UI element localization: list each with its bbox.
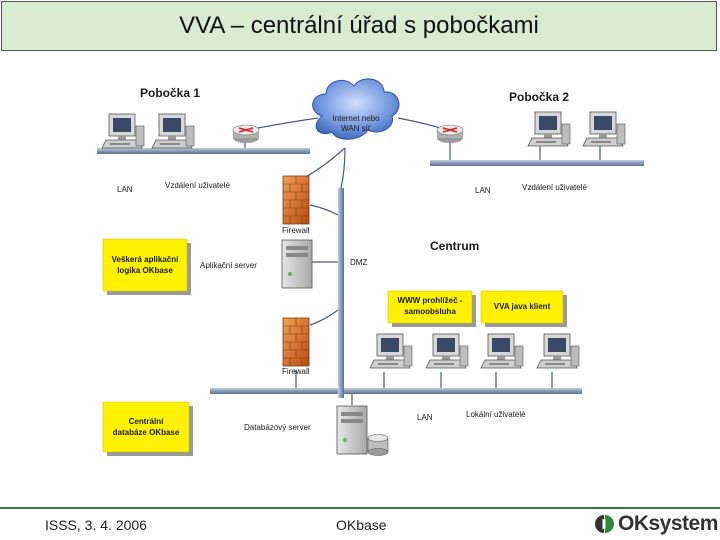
local-users-label: Lokální uživatelé <box>466 410 526 419</box>
oksystem-logo: OKsystem <box>594 512 718 536</box>
note-central-db: Centrální databáze OKbase <box>102 401 193 456</box>
note-db-line2: databáze OKbase <box>113 428 180 437</box>
note-db-line1: Centrální <box>129 417 164 426</box>
app-server-icon <box>281 239 313 289</box>
note-app-line1: Veškerá aplikační <box>112 255 179 264</box>
note-www-line1: WWW prohlížeč - <box>398 296 463 305</box>
branch2-remote-users-label: Vzdálení uživatelé <box>522 183 587 192</box>
firewall-bottom-label: Firewall <box>282 367 310 376</box>
local-pc-1-icon <box>369 333 413 369</box>
branch1-pc-1-icon <box>101 113 145 149</box>
branch1-title: Pobočka 1 <box>140 86 200 100</box>
local-pc-4-icon <box>536 333 580 369</box>
branch1-remote-users-label: Vzdálení uživatelé <box>165 181 230 190</box>
note-app-logic: Veškerá aplikační logika OKbase <box>102 238 191 295</box>
dmz-bar <box>338 188 344 398</box>
branch2-lan-bar <box>430 160 644 166</box>
branch2-router-icon <box>436 124 464 144</box>
branch2-pc-2-icon <box>582 111 626 147</box>
local-pc-3-icon <box>480 333 524 369</box>
internet-label-line2: WAN síť <box>341 124 372 133</box>
branch2-pc-1-icon <box>527 111 571 147</box>
oksystem-logo-icon <box>595 515 614 533</box>
branch1-pc-2-icon <box>151 113 195 149</box>
branch1-router-icon <box>232 124 260 144</box>
internet-label-line1: Internet nebo <box>332 114 380 123</box>
oksystem-logo-text: OKsystem <box>618 512 718 535</box>
branch2-lan-label: LAN <box>475 186 491 195</box>
footer-date: ISSS, 3. 4. 2006 <box>45 517 147 533</box>
note-java-label: VVA java klient <box>494 302 551 311</box>
local-pc-2-icon <box>425 333 469 369</box>
slide-title-bar: VVA – centrální úřad s pobočkami <box>1 1 717 51</box>
branch1-lan-bar <box>97 148 310 154</box>
firewall-top-icon <box>282 175 310 225</box>
branch2-title: Pobočka 2 <box>509 90 569 104</box>
db-server-label: Databázový server <box>244 423 311 432</box>
dmz-label: DMZ <box>350 258 367 267</box>
central-lan-bar <box>210 388 582 394</box>
firewall-top-label: Firewall <box>282 226 310 235</box>
app-server-label: Aplikační server <box>200 261 257 270</box>
footer-center-text: OKbase <box>336 517 387 533</box>
internet-cloud-icon <box>312 78 400 140</box>
db-server-icon <box>336 405 368 455</box>
centrum-title: Centrum <box>430 239 479 253</box>
database-cylinder-icon <box>367 434 389 456</box>
footer-divider <box>0 507 720 509</box>
slide-title: VVA – centrální úřad s pobočkami <box>179 12 539 39</box>
note-java-client: VVA java klient <box>480 290 567 327</box>
branch1-lan-label: LAN <box>117 185 133 194</box>
note-www: WWW prohlížeč - samoobsluha <box>387 290 476 327</box>
note-www-line2: samoobsluha <box>404 307 456 316</box>
note-app-line2: logika OKbase <box>117 266 173 275</box>
central-lan-label: LAN <box>417 413 433 422</box>
firewall-bottom-icon <box>282 317 310 367</box>
